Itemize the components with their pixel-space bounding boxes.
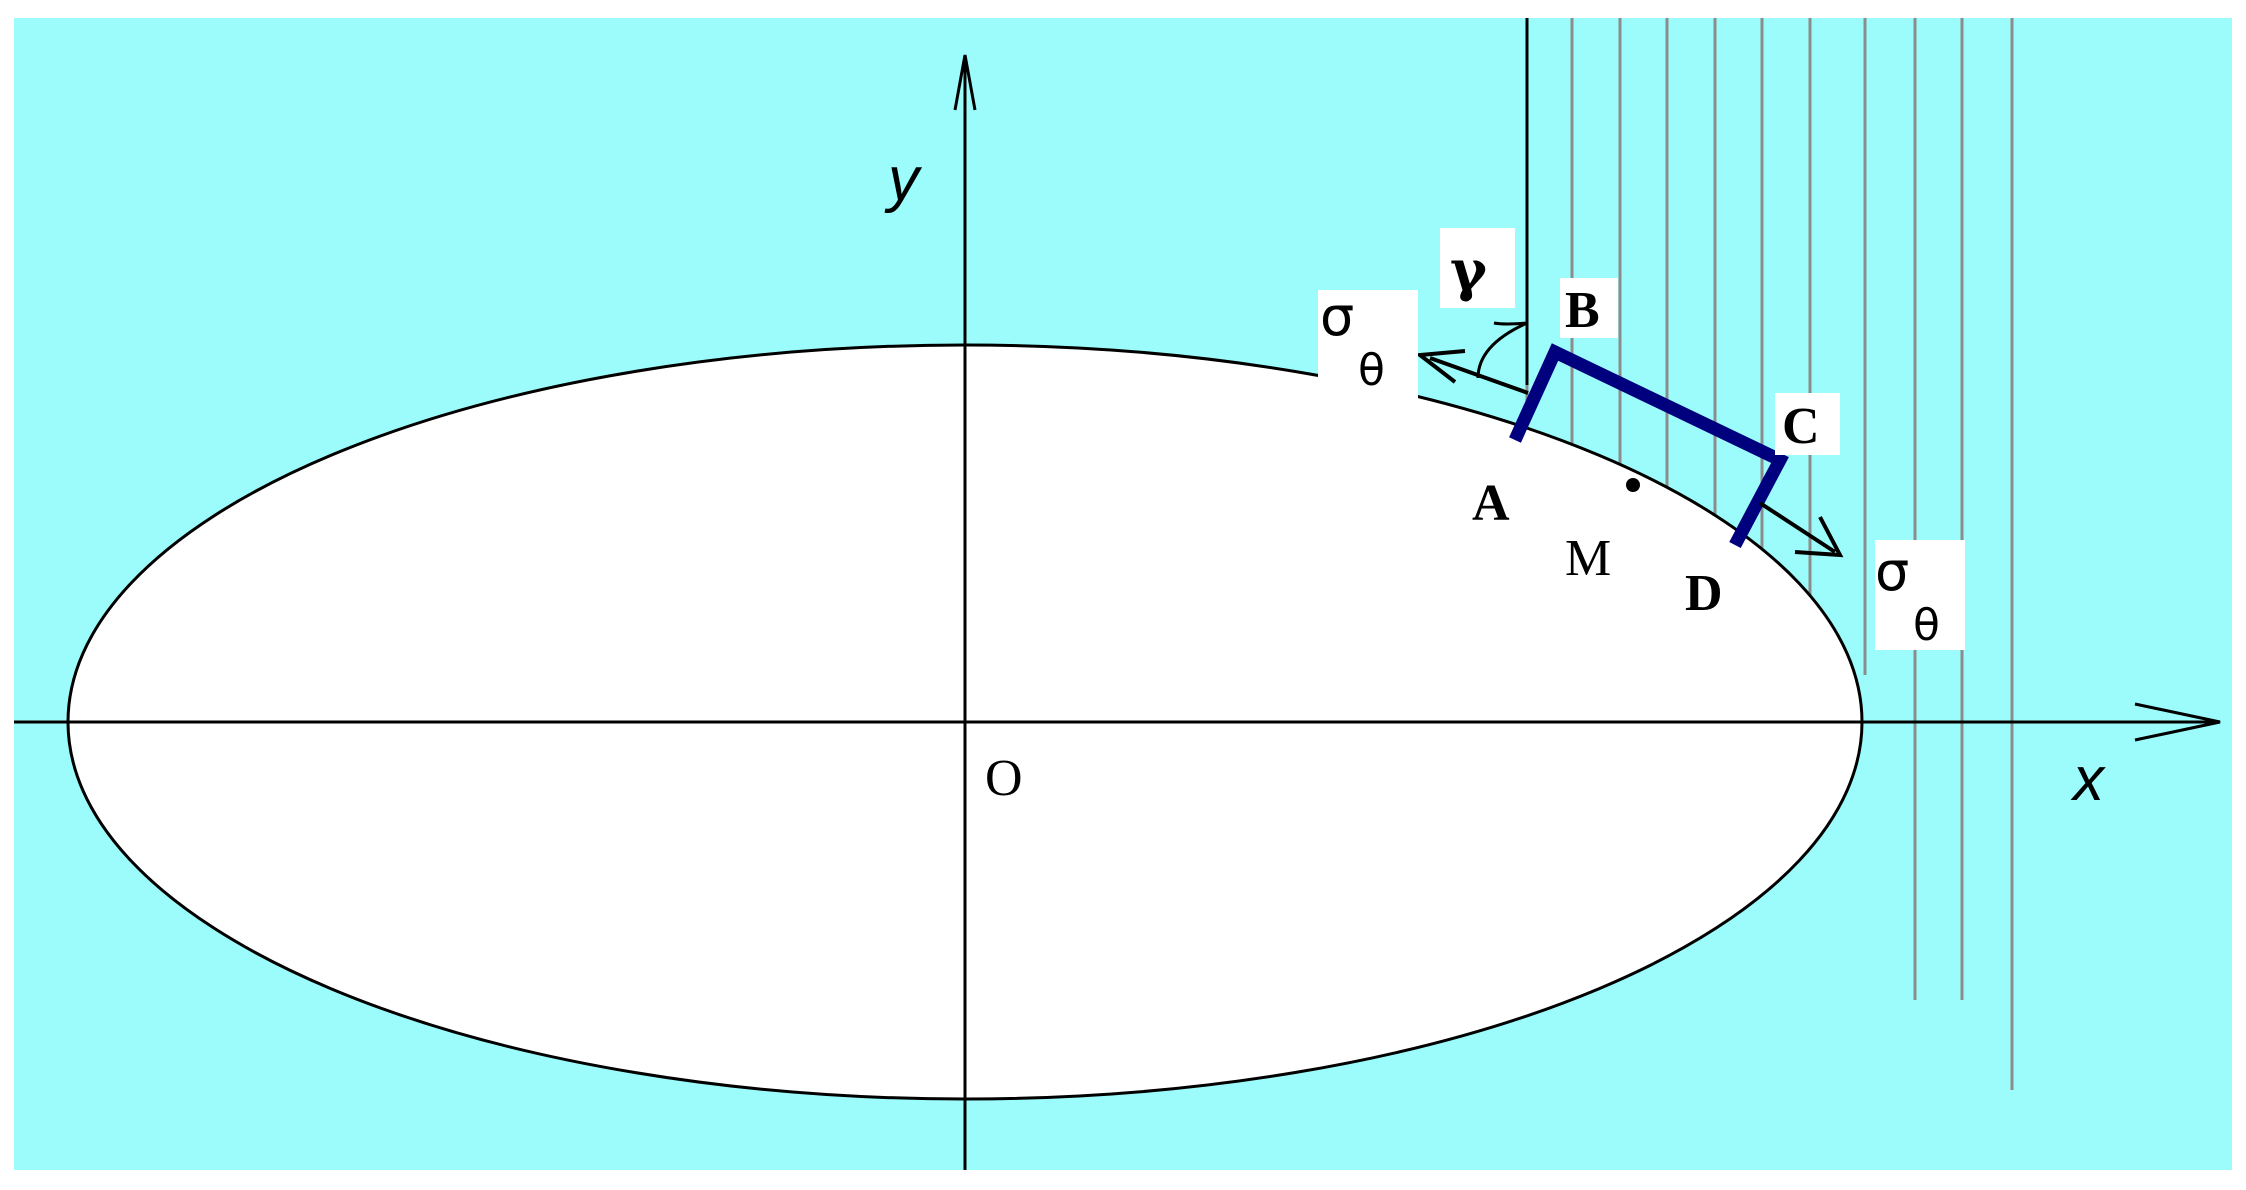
sigma-arrow-left-head (1414, 349, 1466, 384)
sigma-arrow-right (1758, 501, 1837, 554)
origin-label: O (985, 750, 1023, 807)
x-axis-arrowhead (2134, 702, 2221, 742)
sigma-arrow-right-head (1794, 516, 1844, 558)
point-c-label: C (1782, 398, 1820, 455)
x-axis-label: x (2070, 745, 2106, 814)
label-bg-b (1560, 278, 1618, 338)
point-b-label: B (1565, 282, 1600, 339)
y-axis-label: y (884, 145, 923, 214)
sigma-right-subscript: θ (1913, 600, 1940, 651)
hatched-region (1525, 18, 2014, 1090)
sigma-left-label: σ (1320, 285, 1354, 348)
y-axis-arrowhead (953, 54, 977, 111)
point-m-dot (1626, 478, 1640, 492)
gamma-angle-arc-2 (1476, 321, 1528, 379)
gamma-label: γ (1450, 238, 1488, 304)
label-bg-gamma (1440, 228, 1515, 308)
label-bg-sigma-right (1875, 540, 1965, 650)
point-d-label: D (1685, 565, 1723, 622)
sigma-right-label: σ (1875, 540, 1909, 603)
sigma-left-subscript: θ (1358, 345, 1385, 396)
label-bg-sigma-left (1318, 290, 1418, 400)
point-a-label: A (1472, 475, 1510, 532)
label-bg-c (1775, 393, 1840, 455)
point-m-label: M (1565, 530, 1611, 587)
stress-element-abcd (1509, 343, 1789, 549)
